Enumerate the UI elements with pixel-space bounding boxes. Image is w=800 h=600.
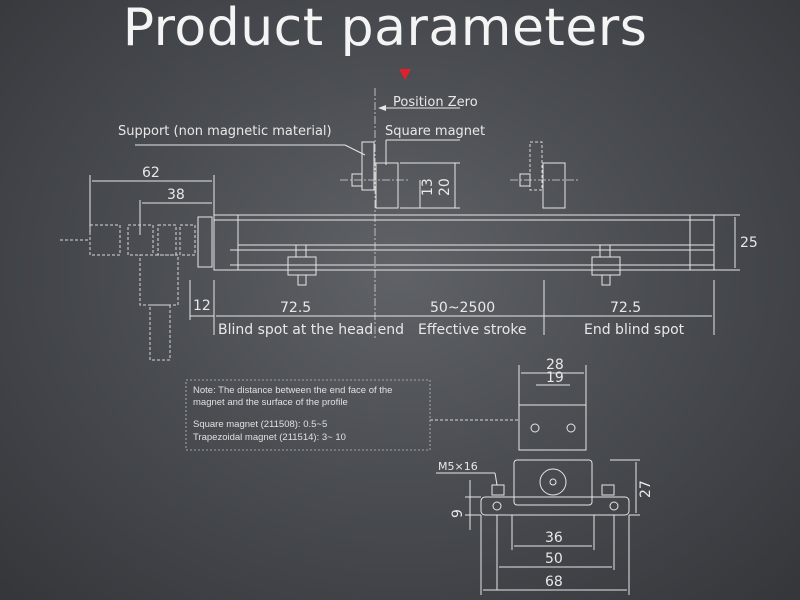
dim-72-5-end: 72.5 xyxy=(610,300,641,316)
position-zero-label: Position Zero xyxy=(393,95,478,110)
dim-9: 9 xyxy=(450,509,466,518)
note-line-1: Note: The distance between the end face … xyxy=(193,385,392,396)
dim-62: 62 xyxy=(142,165,160,181)
dim-m5x16: M5×16 xyxy=(438,460,478,473)
dim-50: 50 xyxy=(545,551,563,567)
support-label: Support (non magnetic material) xyxy=(118,124,332,139)
dim-13: 13 xyxy=(420,178,436,196)
dim-38: 38 xyxy=(167,187,185,203)
dim-effective-stroke: 50~2500 xyxy=(430,300,495,316)
dim-20: 20 xyxy=(437,178,453,196)
square-magnet-label: Square magnet xyxy=(385,124,485,139)
dim-12: 12 xyxy=(193,298,211,314)
page-title: Product parameters xyxy=(122,0,648,58)
dim-19: 19 xyxy=(546,370,564,386)
end-blind-spot-label: End blind spot xyxy=(584,322,685,338)
effective-stroke-label: Effective stroke xyxy=(418,322,527,338)
dim-28: 28 xyxy=(546,357,564,373)
dim-36: 36 xyxy=(545,530,563,546)
note-line-2: magnet and the surface of the profile xyxy=(193,397,348,408)
dim-27: 27 xyxy=(638,480,654,498)
note-line-3: Square magnet (211508): 0.5~5 xyxy=(193,419,327,430)
dim-68: 68 xyxy=(545,574,563,590)
blind-spot-head-label: Blind spot at the head end xyxy=(218,322,404,338)
dim-25: 25 xyxy=(740,235,758,251)
note-line-4: Trapezoidal magnet (211514): 3~ 10 xyxy=(193,432,346,443)
position-zero-marker-icon xyxy=(399,69,411,80)
dim-72-5-head: 72.5 xyxy=(280,300,311,316)
